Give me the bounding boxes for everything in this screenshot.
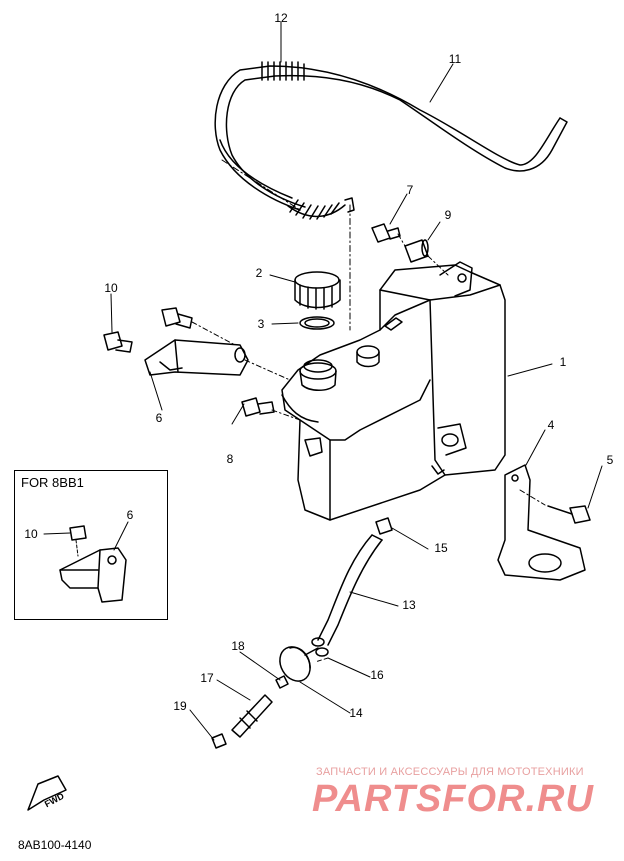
bolt-10 [103, 331, 133, 353]
callout-14: 14 [349, 706, 363, 720]
callout-13: 13 [402, 598, 416, 612]
inset-bracket [43, 521, 129, 603]
callout-8: 8 [226, 452, 234, 466]
inset-callout-10: 10 [24, 527, 38, 541]
o-ring [299, 316, 335, 330]
breather-hose [214, 61, 568, 220]
callout-10: 10 [104, 281, 118, 295]
callout-15: 15 [434, 541, 448, 555]
fwd-arrow-icon [27, 775, 67, 811]
callout-9: 9 [444, 208, 452, 222]
hose-17 [231, 694, 273, 738]
bracket-6 [144, 339, 249, 376]
variant-inset-box: FOR 8BB1 [14, 470, 168, 620]
callout-7: 7 [406, 183, 414, 197]
callout-16: 16 [370, 668, 384, 682]
clip-18 [275, 675, 289, 689]
callout-6: 6 [155, 411, 163, 425]
hose-spring-top [261, 61, 305, 81]
inset-callout-6: 6 [126, 508, 134, 522]
callout-17: 17 [200, 671, 214, 685]
leader-lines [110, 21, 603, 741]
bolt-5 [547, 505, 591, 524]
clip-19 [211, 733, 227, 749]
callout-4: 4 [547, 418, 555, 432]
valve-14 [279, 646, 319, 682]
cap [294, 271, 341, 310]
bolt-8 [241, 397, 275, 417]
callout-3: 3 [257, 317, 265, 331]
callout-18: 18 [231, 639, 245, 653]
bolt-7 [371, 223, 401, 243]
bracket-4 [497, 464, 586, 581]
diagram-reference-code: 8AB100-4140 [18, 838, 92, 852]
collar-9 [404, 239, 429, 263]
watermark-tagline: ЗАПЧАСТИ И АКСЕССУАРЫ ДЛЯ МОТОТЕХНИКИ [316, 766, 584, 778]
clamp-16 [311, 637, 329, 657]
overflow-hose [317, 534, 383, 646]
callout-2: 2 [255, 266, 263, 280]
bracket-bolt [161, 307, 193, 329]
callout-5: 5 [606, 453, 614, 467]
reservoir-tank [281, 261, 506, 521]
callout-11: 11 [448, 52, 462, 66]
callout-19: 19 [173, 699, 187, 713]
callout-12: 12 [274, 11, 288, 25]
callout-1: 1 [559, 355, 567, 369]
clamp-15 [375, 517, 393, 535]
watermark-logo: PARTSFOR.RU [312, 778, 594, 820]
inset-title: FOR 8BB1 [21, 475, 84, 490]
